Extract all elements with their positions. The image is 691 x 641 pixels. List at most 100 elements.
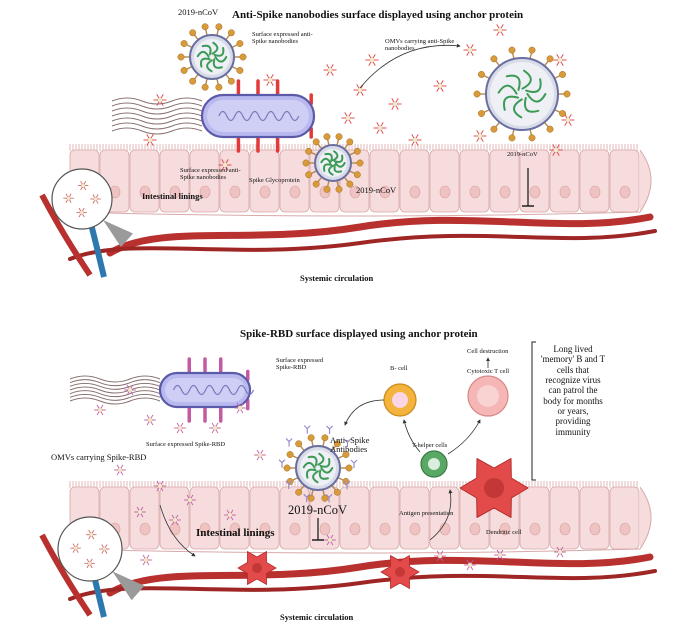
virus-spike-head [323,133,331,141]
omv-spike [476,130,480,135]
omv-spike [376,129,380,134]
omv-core [257,452,263,458]
cell-nucleus [619,185,631,199]
omv-spike [500,556,504,561]
omv-particle [373,122,387,134]
omv-spike [480,130,484,135]
omv-spike [150,414,154,419]
flagellum [111,97,203,105]
omv-core [437,83,443,89]
epithelial-cell [219,486,250,550]
virus-spike-head [490,125,498,133]
omv-spike [560,553,564,558]
virus-spike-head [215,23,223,31]
omv-core [157,97,163,103]
omv-spike [440,87,444,92]
top-epithelium-cells [69,149,640,213]
virus-spike-head [546,55,554,63]
omv-spike [496,31,500,36]
omv-particle [140,554,152,566]
top-omv-label: OMVs carrying anti-Spike nanobodies [385,38,455,52]
omv-spike [83,180,87,185]
omv-core [497,27,503,33]
omv-core [237,405,243,411]
omv-spike [96,194,99,198]
thelper-label: T-helper cells [412,442,448,449]
omv-particle [70,543,81,553]
omv-spike [260,456,264,461]
top-surface-label-1: Surface expressed anti-Spike nanobodies [252,31,313,45]
top-spike-label: Spike Glycoprotein [249,177,300,184]
flagellum [111,122,203,130]
omv-spike [556,54,560,59]
virus-spike-head [345,464,353,472]
omv-particle [463,44,477,56]
omv-spike [190,501,194,506]
omv-spike [564,121,568,126]
omv-spike [90,558,93,562]
epithelial-cell [249,149,280,213]
virus-spike-head [201,83,209,91]
dendritic-nucleus [395,567,405,577]
omv-spike [348,112,352,117]
bacterium-dna [172,384,255,396]
omv-spike [326,64,330,69]
virus-spike-head [307,434,315,442]
cell-nucleus [499,522,511,536]
virus-spike-head [478,71,485,78]
magnifier-lens [57,516,123,582]
virus-spike-head [353,171,361,179]
omv-spike [330,534,334,539]
cytotoxic-label: Cytotoxic T cell [467,368,510,375]
memory-note: Long lived 'memory' B and T cells that r… [540,344,606,437]
top-virus-label-bottom: 2019-nCoV [356,185,397,195]
omv-spike [376,122,380,127]
omv-particle [553,54,567,66]
omv-spike [96,404,100,409]
virus-spike-head [189,77,197,85]
virus-spike-head [189,29,197,37]
cell-nucleus [259,185,271,199]
virus-spike-head [321,434,329,442]
omv-spike [466,566,470,571]
omv-spike [190,494,194,499]
omv-spike [266,81,270,86]
cell-nucleus [409,185,421,199]
omv-core [467,562,473,568]
omv-spike [96,200,99,204]
omv-spike [230,516,234,521]
omv-spike [96,411,100,416]
omv-spike [556,151,560,156]
epithelial-cell [489,149,520,213]
bacterium-inner [207,100,309,132]
omv-spike [356,91,360,96]
dendritic-nucleus [484,478,504,498]
virus-spike-head [546,125,554,133]
omv-spike [470,44,474,49]
virus-spike-head [201,23,209,31]
cell-nucleus [169,185,181,199]
omv-particle [493,24,507,36]
antibody [303,425,311,434]
omv-particle [341,112,355,124]
omv-spike [156,487,160,492]
bottom-intestinal-label: Intestinal linings [196,527,275,539]
bacterium-dna [218,110,300,122]
omv-particle [549,144,563,156]
virus-spike-head [295,488,303,496]
omv-spike [500,24,504,29]
omv-spike [78,214,81,218]
flagellum [69,397,161,405]
virus-spike-head [312,180,320,188]
virus-spike-head [508,46,516,54]
omv-spike [496,556,500,561]
thelper-to-tcell-arrow [447,419,481,455]
omv-spike [436,557,440,562]
top-virus-bottom [302,133,364,193]
omv-spike [142,561,146,566]
omv-spike [256,449,260,454]
omv-particle [90,194,101,204]
omv-spike [82,207,85,211]
omv-spike [156,101,160,106]
omv-spike [470,559,474,564]
